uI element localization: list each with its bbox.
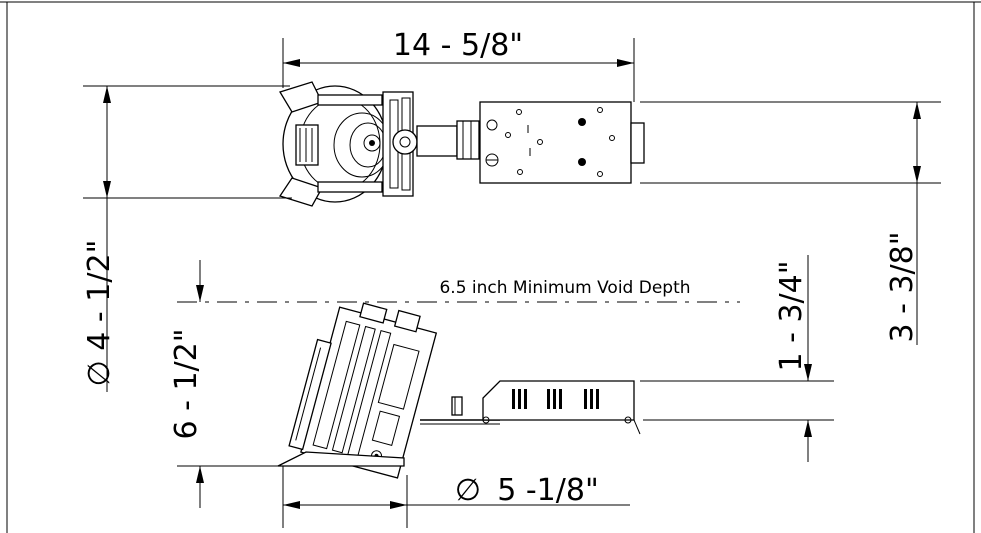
top-view-fixture	[278, 81, 645, 207]
dimension-junction-box-height: 3 - 3/8"	[640, 101, 941, 345]
dimension-box-height: 1 - 3/4"	[640, 255, 834, 462]
side-view-fixture	[277, 302, 641, 479]
dim-cutout-diameter-label: 5 -1/8"	[497, 473, 599, 508]
void-depth-note: 6.5 inch Minimum Void Depth	[439, 278, 690, 298]
vent-slots	[512, 389, 599, 409]
dim-overall-length-label: 14 - 5/8"	[393, 28, 523, 63]
dim-cutout-diameter-symbol: ∅	[455, 473, 481, 508]
void-depth-line: 6.5 inch Minimum Void Depth	[177, 278, 740, 303]
dimension-overall-length: 14 - 5/8"	[282, 28, 635, 102]
dim-overall-height-label: 6 - 1/2"	[169, 328, 204, 439]
dim-trim-diameter-label: ∅ 4 - 1/2"	[82, 240, 117, 387]
dim-junction-box-height-label: 3 - 3/8"	[885, 231, 920, 342]
dimension-cutout-diameter: ∅ 5 -1/8"	[282, 466, 630, 528]
dim-box-height-label: 1 - 3/4"	[774, 260, 809, 371]
dimension-overall-height: 6 - 1/2"	[169, 260, 283, 508]
dimension-trim-diameter: ∅ 4 - 1/2"	[82, 85, 292, 392]
